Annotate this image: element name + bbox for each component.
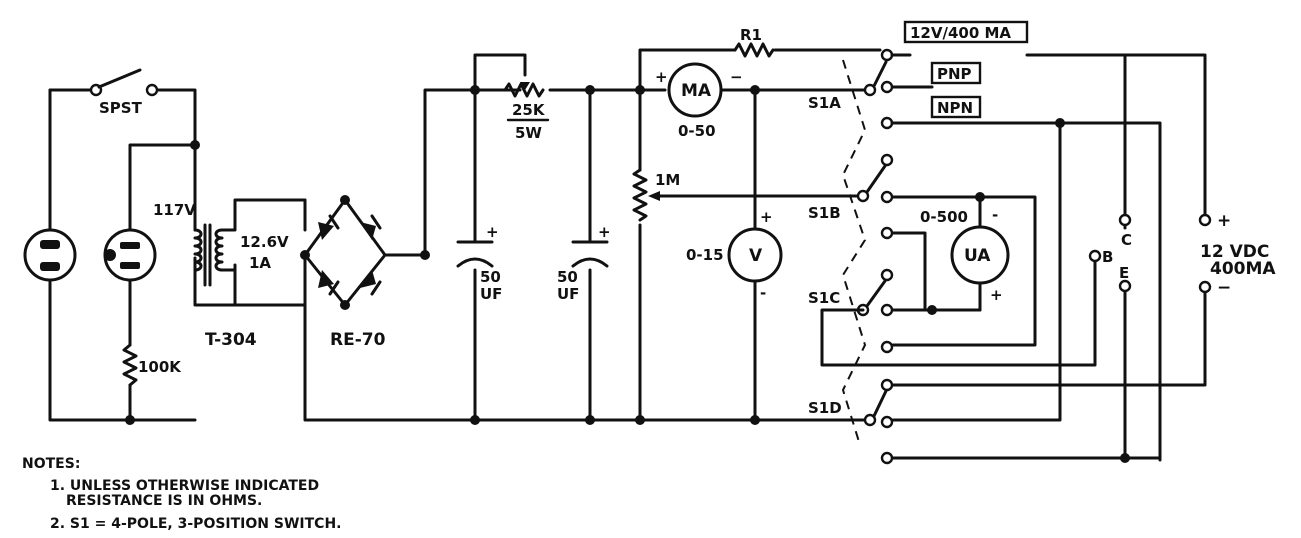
ma-plus: + [655, 68, 668, 86]
junction-dot [125, 415, 135, 425]
output-minus: − [1217, 278, 1231, 298]
s1a-label: S1A [808, 94, 841, 112]
ua-range: 0-500 [920, 208, 968, 226]
voltmeter-icon [727, 88, 783, 422]
primary-voltage-label: 117V [153, 201, 196, 219]
notes-title: NOTES: [22, 456, 80, 472]
terminal-icon [1088, 213, 1132, 293]
svg-text:NPN: NPN [937, 99, 973, 117]
junction-dot [585, 415, 595, 425]
diode-bridge-icon [300, 195, 430, 310]
output-wiring [820, 53, 1207, 462]
junction-dot [1055, 118, 1065, 128]
cap2-value: 50 [557, 268, 578, 286]
output-terminal-icon [1198, 213, 1212, 294]
ac-input-section [48, 88, 237, 422]
junction-dot [1120, 453, 1130, 463]
pot-5w-label: 5W [515, 124, 542, 142]
notes-block: NOTES: 1. UNLESS OTHERWISE INDICATED RES… [22, 456, 341, 532]
dc-filter-section [303, 53, 872, 422]
junction-dot [975, 192, 985, 202]
terminal-c-label: C [1121, 231, 1132, 249]
s1c-label: S1C [808, 289, 840, 307]
ua-plus: + [990, 286, 1003, 304]
cap1-value: 50 [480, 268, 501, 286]
svg-text:PNP: PNP [937, 65, 972, 83]
position-label-12v: 12V/400 MA [903, 20, 1029, 44]
ua-minus: - [992, 206, 998, 224]
resistor-r1-icon [638, 42, 882, 92]
capacitor-icon [571, 240, 609, 268]
ma-range: 0-50 [678, 122, 716, 140]
cap1-plus: + [486, 223, 499, 241]
ma-minus: − [730, 68, 743, 86]
s1d-label: S1D [808, 399, 842, 417]
microammeter-icon [950, 225, 1010, 285]
output-current: 400MA [1210, 259, 1276, 279]
cap1-unit: UF [480, 285, 502, 303]
potentiometer-25k-icon [503, 82, 545, 98]
junction-dot [927, 305, 937, 315]
capacitor-icon [456, 240, 494, 268]
r100k-label: 100K [138, 358, 182, 376]
transformer-label: T-304 [205, 330, 257, 350]
switch-s1-icon [841, 48, 894, 465]
bridge-label: RE-70 [330, 330, 386, 350]
output-plus: + [1217, 211, 1231, 231]
cap2-plus: + [598, 223, 611, 241]
v-minus: - [760, 284, 766, 302]
junction-dot [635, 415, 645, 425]
pot-25k-label: 25K [512, 101, 546, 119]
pot-1m-label: 1M [655, 171, 680, 189]
note-1-line-2: RESISTANCE IS IN OHMS. [66, 493, 262, 509]
r1-label: R1 [740, 26, 762, 44]
potentiometer-1m-icon [632, 168, 860, 222]
spst-switch-icon [89, 68, 159, 97]
note-2: 2. S1 = 4-POLE, 3-POSITION SWITCH. [50, 516, 341, 532]
junction-dot [470, 85, 480, 95]
junction-dot [585, 85, 595, 95]
secondary-current-label: 1A [249, 254, 271, 272]
v-range: 0-15 [686, 246, 724, 264]
svg-text:12V/400 MA: 12V/400 MA [910, 24, 1011, 42]
terminal-e-label: E [1119, 264, 1129, 282]
neon-lamp-icon [23, 228, 77, 282]
pilot-lamp-icon [103, 228, 157, 282]
ma-meter-label: MA [681, 81, 712, 101]
secondary-voltage-label: 12.6V [240, 233, 289, 251]
milliammeter-icon [667, 62, 867, 118]
position-label-npn: NPN [930, 95, 982, 119]
output-voltage: 12 VDC [1200, 242, 1269, 262]
junction-dot [190, 140, 200, 150]
transformer-icon [193, 198, 307, 287]
ua-meter-label: UA [964, 246, 991, 266]
note-1-line-1: 1. UNLESS OTHERWISE INDICATED [50, 478, 319, 494]
v-plus: + [760, 208, 773, 226]
cap2-unit: UF [557, 285, 579, 303]
terminal-b-label: B [1102, 248, 1113, 266]
position-label-pnp: PNP [930, 61, 982, 85]
spst-label: SPST [99, 99, 143, 117]
v-meter-label: V [749, 246, 763, 266]
resistor-100k-icon [122, 343, 138, 387]
junction-dot [470, 415, 480, 425]
s1b-label: S1B [808, 204, 841, 222]
